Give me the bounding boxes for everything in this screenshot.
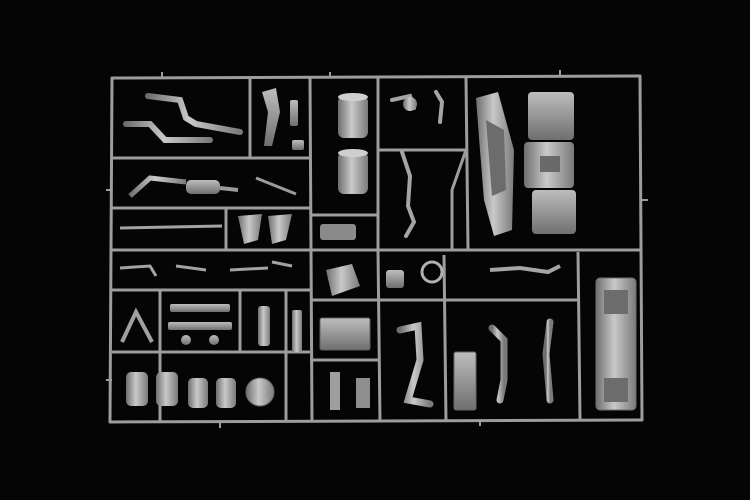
steering-wheel-part <box>420 260 444 284</box>
sprue-gates <box>106 70 648 428</box>
shock-absorber-parts <box>258 306 302 352</box>
frame-member-parts <box>396 318 554 408</box>
linkage-parts <box>238 214 292 244</box>
knob-part <box>403 97 417 111</box>
tank-parts <box>320 93 368 240</box>
grille-panel-part <box>595 277 637 411</box>
sprue-frame <box>108 74 644 424</box>
exhaust-pipe-parts <box>123 93 243 143</box>
cylinder-tank-parts <box>126 372 236 408</box>
battery-part <box>453 351 477 411</box>
link-rod-part <box>489 264 561 275</box>
exhaust-muffler-parts <box>128 175 297 198</box>
box-part <box>386 270 404 288</box>
cab-panel-parts <box>476 92 576 236</box>
grille-disc-part <box>245 377 275 407</box>
bracket-parts <box>262 88 304 150</box>
a-frame-part <box>120 307 154 343</box>
rod-parts <box>119 224 293 277</box>
axle-parts <box>168 304 232 345</box>
radiator-parts <box>319 264 371 410</box>
